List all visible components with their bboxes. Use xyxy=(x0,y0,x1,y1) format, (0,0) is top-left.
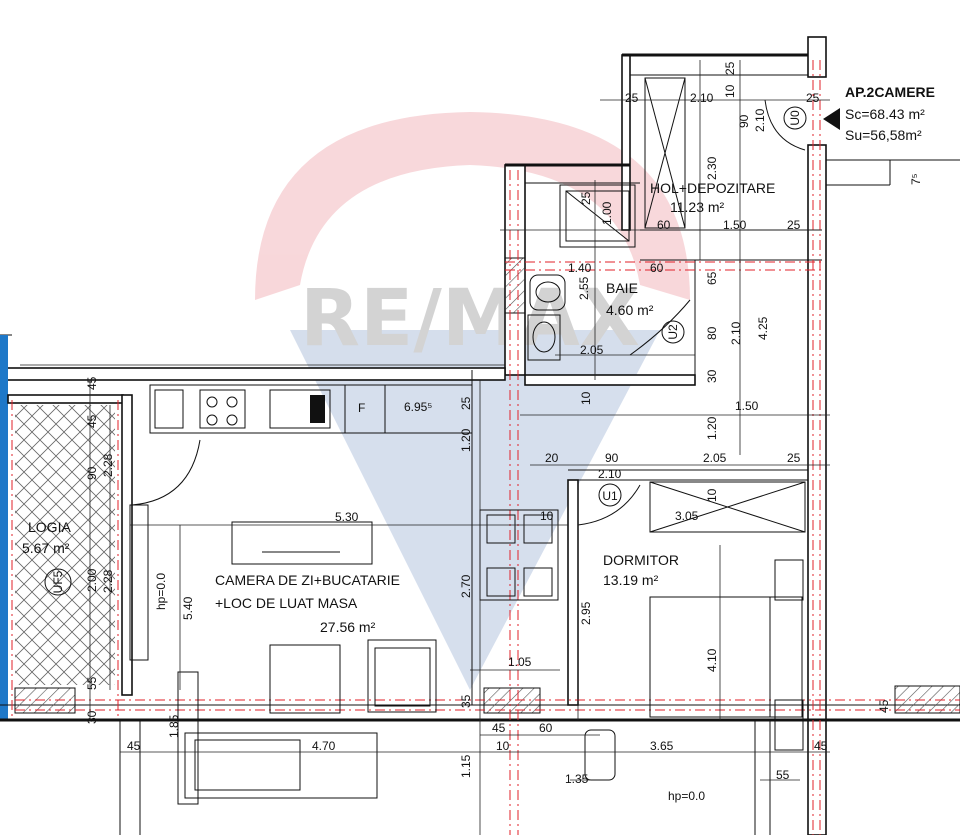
dim-text: 4.70 xyxy=(312,739,336,753)
door-u2: U2 xyxy=(666,324,680,340)
apartment-info: AP.2CAMERE Sc=68.43 m² Su=56,58m² xyxy=(823,84,935,143)
remax-watermark: RE/MAX xyxy=(255,112,690,690)
dim-text: 45 xyxy=(127,739,141,753)
dim-text: 90 xyxy=(737,114,751,128)
dim-text: 2.05 xyxy=(703,451,727,465)
apartment-title: AP.2CAMERE xyxy=(845,84,935,100)
dim-text: 65 xyxy=(705,271,719,285)
dim-text: 10 xyxy=(705,488,719,502)
dim-text: 2.00 xyxy=(85,568,99,592)
room-labels: HOL+DEPOZITARE 11.23 m² BAIE 4.60 m² LOG… xyxy=(22,180,775,635)
misc-labels: hp=0.0 hp=0.0 F 6.95⁵ xyxy=(154,400,705,803)
dim-text: 2.28 xyxy=(101,453,115,477)
room-baie-name: BAIE xyxy=(606,280,638,296)
dim-text: 4.25 xyxy=(756,316,770,340)
dim-text: 55 xyxy=(85,676,99,690)
dimension-texts-vertical: 25 10 90 2.10 7⁵ 2.30 1.00 25 2.55 65 4.… xyxy=(85,61,923,778)
dim-text: 1.20 xyxy=(705,416,719,440)
room-camera-area: 27.56 m² xyxy=(320,619,376,635)
dim-text: 2.10 xyxy=(753,108,767,132)
dim-text: 25 xyxy=(787,451,801,465)
dim-text: 90 xyxy=(605,451,619,465)
dim-text: 45 xyxy=(85,414,99,428)
dim-text: 25 xyxy=(625,91,639,105)
dim-text: 55 xyxy=(776,768,790,782)
dim-text: 1.40 xyxy=(568,261,592,275)
dim-text: 1.05 xyxy=(508,655,532,669)
dim-text: 25 xyxy=(806,91,820,105)
dim-text: 45 xyxy=(492,721,506,735)
dim-text: 10 xyxy=(579,391,593,405)
dim-text: 60 xyxy=(650,261,664,275)
apartment-sc: Sc=68.43 m² xyxy=(845,106,925,122)
dim-text: 2.10 xyxy=(729,321,743,345)
dim-text: 7⁵ xyxy=(909,173,923,185)
hp-left: hp=0.0 xyxy=(154,573,168,610)
dim-text: 90 xyxy=(85,466,99,480)
dim-text: 35 xyxy=(459,694,473,708)
dim-text: 30 xyxy=(85,710,99,724)
dim-text: 1.00 xyxy=(600,201,614,225)
room-hol-name: HOL+DEPOZITARE xyxy=(650,180,775,196)
counter-dim: 6.95⁵ xyxy=(404,400,432,414)
dim-text: 25 xyxy=(579,191,593,205)
dimension-lines xyxy=(20,60,830,835)
dim-text: 45 xyxy=(877,699,891,713)
dim-text: 45 xyxy=(85,376,99,390)
dim-text: 3.65 xyxy=(650,739,674,753)
dim-text: 5.30 xyxy=(335,510,359,524)
room-logia-name: LOGIA xyxy=(28,519,71,535)
dim-text: 10 xyxy=(723,84,737,98)
dim-text: 4.10 xyxy=(705,648,719,672)
dim-text: 10 xyxy=(540,509,554,523)
apartment-su: Su=56,58m² xyxy=(845,127,922,143)
hp-bottom: hp=0.0 xyxy=(668,789,705,803)
dim-text: 80 xyxy=(705,326,719,340)
dim-text: 2.10 xyxy=(690,91,714,105)
room-hol-area: 11.23 m² xyxy=(670,199,725,215)
north-arrow-icon xyxy=(823,108,840,130)
fixtures xyxy=(15,77,806,805)
dim-text: 2.30 xyxy=(705,156,719,180)
dim-text: 60 xyxy=(657,218,671,232)
dim-text: 25 xyxy=(787,218,801,232)
door-u1: U1 xyxy=(602,489,618,503)
dim-text: 2.28 xyxy=(101,569,115,593)
fridge-label: F xyxy=(358,401,365,415)
dim-text: 1.15 xyxy=(459,754,473,778)
dim-text: 1.85 xyxy=(167,714,181,738)
watermark-text: RE/MAX xyxy=(300,274,640,364)
dim-text: 2.95 xyxy=(579,601,593,625)
dim-text: 1.20 xyxy=(459,428,473,452)
dim-text: 2.55 xyxy=(577,276,591,300)
dim-text: 1.50 xyxy=(735,399,759,413)
dim-text: 20 xyxy=(545,451,559,465)
door-u0: U0 xyxy=(788,110,802,126)
room-dormitor-name: DORMITOR xyxy=(603,552,679,568)
dim-text: 2.10 xyxy=(598,467,622,481)
room-camera-name-2: +LOC DE LUAT MASA xyxy=(215,595,358,611)
door-markers: U0 U2 U1 UF5 xyxy=(44,106,807,596)
dim-text: 25 xyxy=(723,61,737,75)
room-baie-area: 4.60 m² xyxy=(606,302,654,318)
dim-text: 30 xyxy=(705,369,719,383)
dim-text: 25 xyxy=(459,396,473,410)
dim-text: 10 xyxy=(496,739,510,753)
dim-text: 1.35 xyxy=(565,772,589,786)
dim-text: 2.05 xyxy=(580,343,604,357)
dim-text: 2.70 xyxy=(459,574,473,598)
dim-text: 60 xyxy=(539,721,553,735)
door-uf5: UF5 xyxy=(51,570,65,593)
dim-text: 5.40 xyxy=(181,596,195,620)
room-dormitor-area: 13.19 m² xyxy=(603,572,659,588)
dim-text: 45 xyxy=(814,739,828,753)
room-logia-area: 5.67 m² xyxy=(22,540,70,556)
dim-text: 3.05 xyxy=(675,509,699,523)
dim-text: 1.50 xyxy=(723,218,747,232)
dimension-texts: 25 2.10 25 60 1.50 25 1.40 60 2.05 1.50 … xyxy=(127,91,828,786)
room-camera-name: CAMERA DE ZI+BUCATARIE xyxy=(215,572,400,588)
